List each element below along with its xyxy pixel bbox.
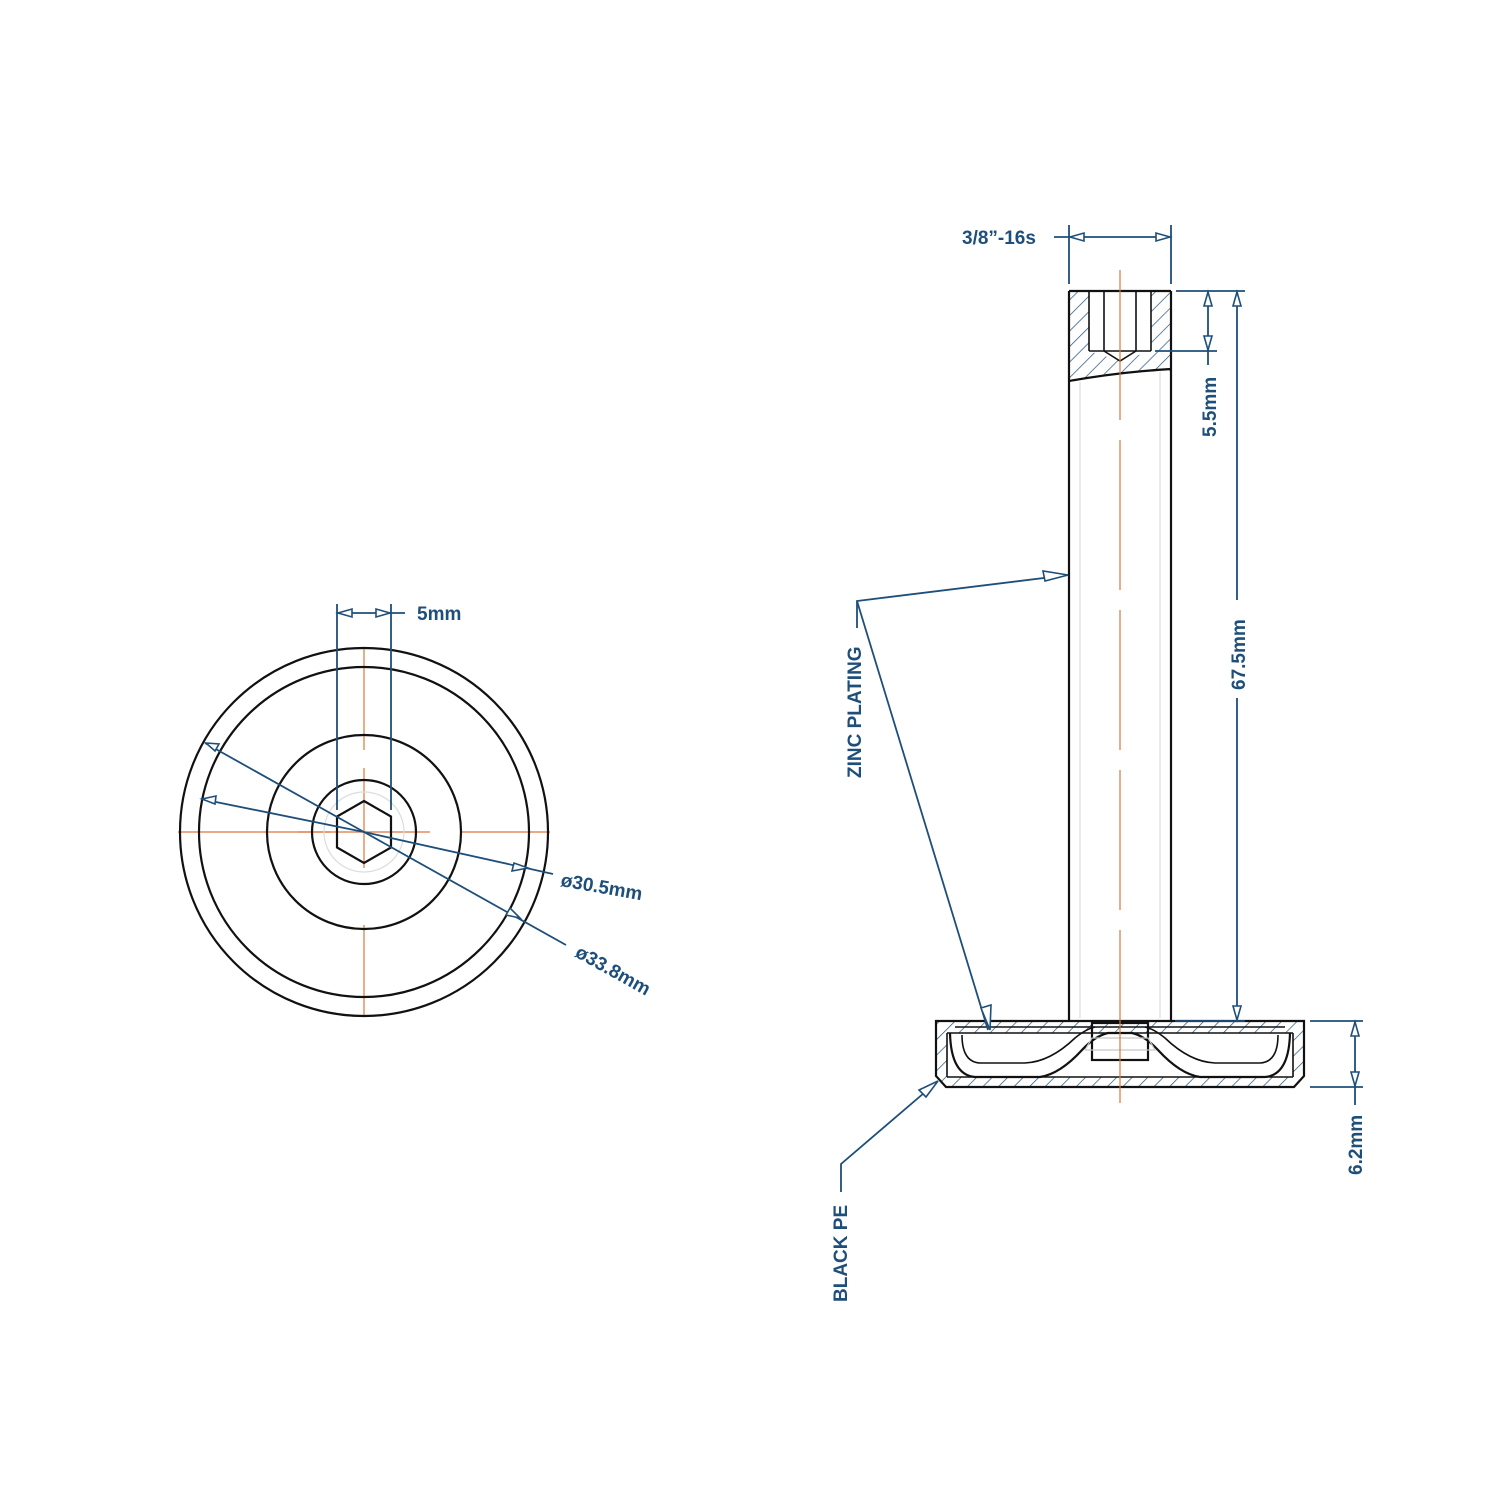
stem-circle [310,778,418,886]
inner-diameter-dimension: ø30.5mm [199,794,644,905]
thread-dimension: 3/8”-16s [962,225,1173,284]
inner-rim-circle [197,665,531,999]
thread-depth-dimension: 5.5mm [1155,289,1245,437]
black-pe-label: BLACK PE [831,1205,852,1302]
hex-width-label: 5mm [417,604,461,625]
thread-label: 3/8”-16s [962,228,1036,249]
top-view-centerlines [178,648,550,1016]
hex-width-dimension: 5mm [335,604,461,810]
stem-length-dimension: 67.5mm [1175,289,1250,1023]
outer-diameter-label: ø33.8mm [572,942,654,1000]
outer-rim-circle [178,646,550,1018]
black-pe-callout: BLACK PE [831,1080,939,1302]
stem-length-label: 67.5mm [1229,619,1250,690]
zinc-plating-label: ZINC PLATING [845,646,866,778]
inner-diameter-label: ø30.5mm [559,870,644,905]
thread-circle [323,791,405,873]
thread-depth-label: 5.5mm [1200,377,1221,437]
side-view: 3/8”-16s 5.5mm 67.5mm 6.2mm [831,225,1367,1302]
base-height-dimension: 6.2mm [1310,1019,1367,1175]
base-height-label: 6.2mm [1346,1115,1367,1175]
outer-diameter-dimension: ø33.8mm [203,742,654,1000]
zinc-plating-callout: ZINC PLATING [845,570,1069,1031]
top-view: 5mm ø30.5mm ø33.8mm [178,604,654,1018]
base-hub-circle [265,733,463,931]
